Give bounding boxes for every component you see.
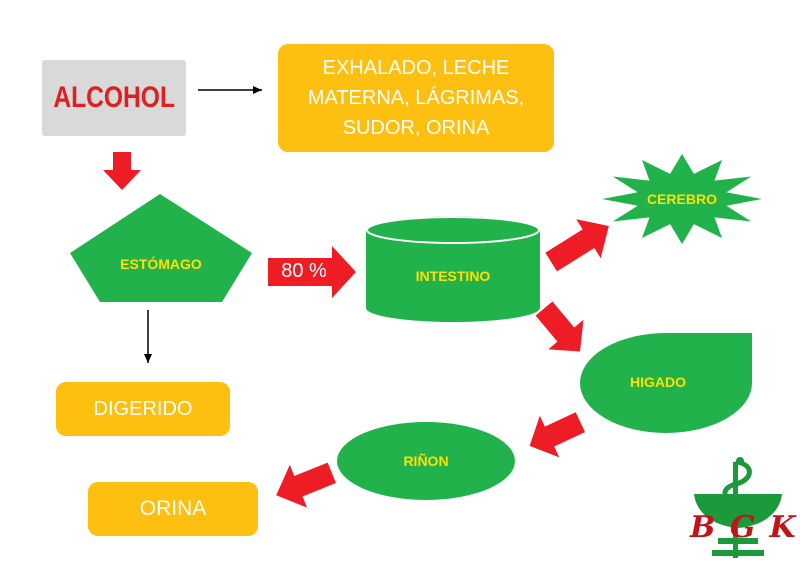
alcohol-node: ALCOHOL — [42, 60, 186, 136]
digerido-node: DIGERIDO — [56, 382, 230, 436]
red-arrow-higado-to-rinon — [529, 412, 586, 458]
exhalado-label: EXHALADO, LECHE MATERNA, LÁGRIMAS, SUDOR… — [308, 53, 524, 143]
cerebro-label: CEREBRO — [646, 191, 717, 207]
red-arrow-intestino-to-higado — [535, 301, 584, 352]
pharmacy-logo — [694, 457, 782, 558]
alcohol-label: ALCOHOL — [53, 81, 175, 114]
digerido-label: DIGERIDO — [93, 397, 193, 420]
exhalado-line-1: EXHALADO, LECHE — [322, 57, 510, 79]
percent-label: 80 % — [281, 260, 327, 282]
exhalado-line-3: SUDOR, ORINA — [342, 117, 490, 139]
red-arrow-alcohol-to-estomago — [103, 152, 141, 190]
estomago-label: ESTÓMAGO — [120, 256, 202, 272]
exhalado-line-2: MATERNA, LÁGRIMAS, — [307, 87, 525, 109]
red-arrow-estomago-to-intestino — [268, 246, 356, 298]
intestino-label: INTESTINO — [415, 268, 491, 284]
cerebro-shape — [602, 154, 762, 244]
rinon-label: RIÑON — [403, 453, 449, 469]
red-arrow-intestino-to-cerebro — [545, 219, 609, 272]
rinon-shape — [337, 422, 515, 500]
logo-letters: BGK — [690, 510, 800, 545]
red-arrow-rinon-to-orina — [276, 462, 336, 508]
exhalado-node: EXHALADO, LECHE MATERNA, LÁGRIMAS, SUDOR… — [278, 44, 554, 152]
higado-label: HIGADO — [630, 374, 686, 390]
orina-node: ORINA — [88, 482, 258, 536]
higado-shape — [580, 333, 753, 433]
estomago-shape — [70, 194, 252, 302]
intestino-shape — [366, 216, 540, 322]
orina-label: ORINA — [139, 497, 207, 520]
